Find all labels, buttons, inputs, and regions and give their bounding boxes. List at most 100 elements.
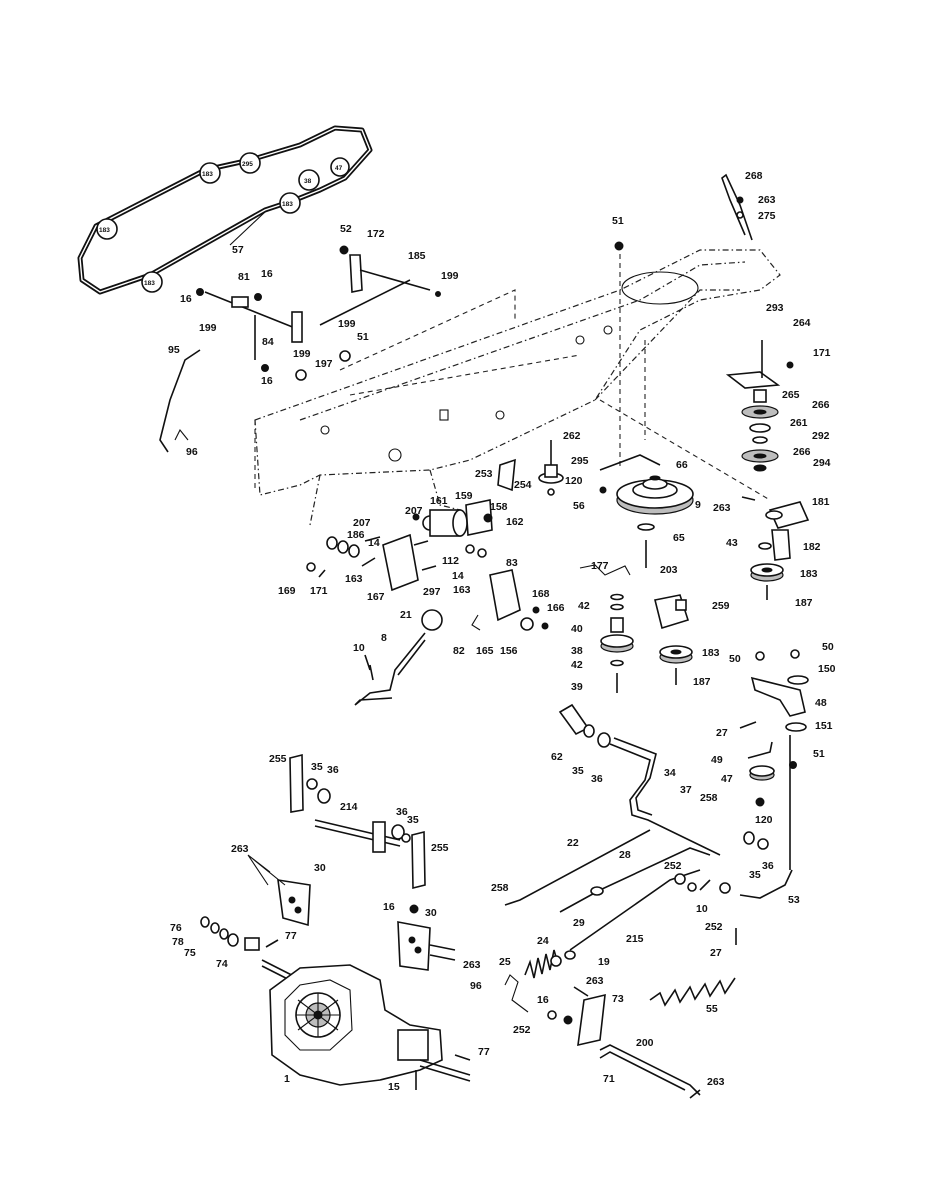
pulley-47 (749, 765, 775, 781)
label-78: 78 (172, 936, 184, 948)
label-49: 49 (711, 754, 723, 766)
label-42: 42 (571, 659, 583, 671)
label-36: 36 (762, 860, 774, 872)
label-254: 254 (514, 479, 532, 491)
label-51: 51 (612, 215, 624, 227)
label-207: 207 (353, 517, 371, 529)
rod-71 (599, 1044, 701, 1096)
pulley-183-right (750, 563, 784, 582)
label-28: 28 (619, 849, 631, 861)
belt-pulley-183-left: 183 (96, 218, 118, 240)
label-40: 40 (571, 623, 583, 635)
svg-text:183: 183 (202, 171, 213, 178)
rod-22 (504, 829, 651, 906)
label-30: 30 (314, 862, 326, 874)
label-8: 8 (381, 632, 387, 644)
label-81: 81 (238, 271, 250, 283)
label-263: 263 (758, 194, 776, 206)
label-47: 47 (721, 773, 733, 785)
label-16: 16 (261, 268, 273, 280)
label-29: 29 (573, 917, 585, 929)
label-151: 151 (815, 720, 833, 732)
label-187: 187 (795, 597, 813, 609)
label-27: 27 (710, 947, 722, 959)
label-163: 163 (345, 573, 363, 585)
svg-text:47: 47 (335, 165, 343, 172)
label-38: 38 (571, 645, 583, 657)
label-14: 14 (368, 537, 380, 549)
label-16: 16 (180, 293, 192, 305)
rod-215 (569, 869, 701, 951)
belt-pulley-47: 47 (330, 157, 350, 177)
label-162: 162 (506, 516, 524, 528)
label-169: 169 (278, 585, 296, 597)
idler-bracket-259 (654, 594, 690, 630)
label-158: 158 (490, 501, 508, 513)
brake-bracket-165 (471, 569, 521, 631)
label-112: 112 (442, 555, 459, 567)
label-34: 34 (664, 767, 676, 779)
label-261: 261 (790, 417, 808, 429)
label-262: 262 (563, 430, 581, 442)
label-165: 165 (476, 645, 494, 657)
label-35: 35 (407, 814, 419, 826)
label-263: 263 (231, 843, 249, 855)
label-55: 55 (706, 1003, 718, 1015)
shaft-34 (609, 737, 721, 856)
bracket-49 (747, 741, 773, 759)
label-42: 42 (578, 600, 590, 612)
belt-pulley-183-bottom: 183 (141, 271, 163, 293)
label-73: 73 (612, 993, 624, 1005)
rod-53 (739, 869, 793, 899)
label-65: 65 (673, 532, 685, 544)
label-62: 62 (551, 751, 563, 763)
rod-268 (721, 173, 753, 241)
label-266: 266 (812, 399, 830, 411)
label-25: 25 (499, 956, 511, 968)
label-21: 21 (400, 609, 412, 621)
label-96: 96 (186, 446, 198, 458)
label-52: 52 (340, 223, 352, 235)
label-199: 199 (338, 318, 356, 330)
label-203: 203 (660, 564, 678, 576)
label-95: 95 (168, 344, 180, 356)
label-150: 150 (818, 663, 836, 675)
label-187: 187 (693, 676, 711, 688)
drive-belt: 183 183 295 47 38 183 183 (77, 125, 373, 295)
washer-stack-186 (326, 536, 360, 558)
label-199: 199 (441, 270, 459, 282)
clip-96 (504, 974, 529, 1013)
svg-text:183: 183 (282, 201, 293, 208)
label-255: 255 (269, 753, 287, 765)
label-199: 199 (293, 348, 311, 360)
label-14: 14 (452, 570, 464, 582)
label-15: 15 (388, 1081, 400, 1093)
pulley-183-center (659, 645, 693, 664)
label-214: 214 (340, 801, 358, 813)
label-171: 171 (813, 347, 831, 359)
label-39: 39 (571, 681, 583, 693)
bracket-30-left (277, 879, 311, 927)
engine-pulley-9 (599, 454, 694, 515)
label-186: 186 (347, 529, 365, 541)
label-159: 159 (455, 490, 473, 502)
shaft-214 (314, 819, 401, 847)
label-183: 183 (800, 568, 818, 580)
label-200: 200 (636, 1037, 654, 1049)
label-177: 177 (591, 560, 609, 572)
idler-stack-266 (741, 389, 779, 472)
label-76: 76 (170, 922, 182, 934)
label-51: 51 (813, 748, 825, 760)
label-172: 172 (367, 228, 385, 240)
label-77: 77 (285, 930, 297, 942)
label-19: 19 (598, 956, 610, 968)
label-259: 259 (712, 600, 730, 612)
label-48: 48 (815, 697, 827, 709)
label-57: 57 (232, 244, 244, 256)
label-252: 252 (705, 921, 723, 933)
svg-text:183: 183 (144, 280, 155, 287)
label-264: 264 (793, 317, 811, 329)
shaft-159 (422, 509, 468, 537)
bracket-73 (577, 993, 606, 1047)
label-183: 183 (702, 647, 720, 659)
